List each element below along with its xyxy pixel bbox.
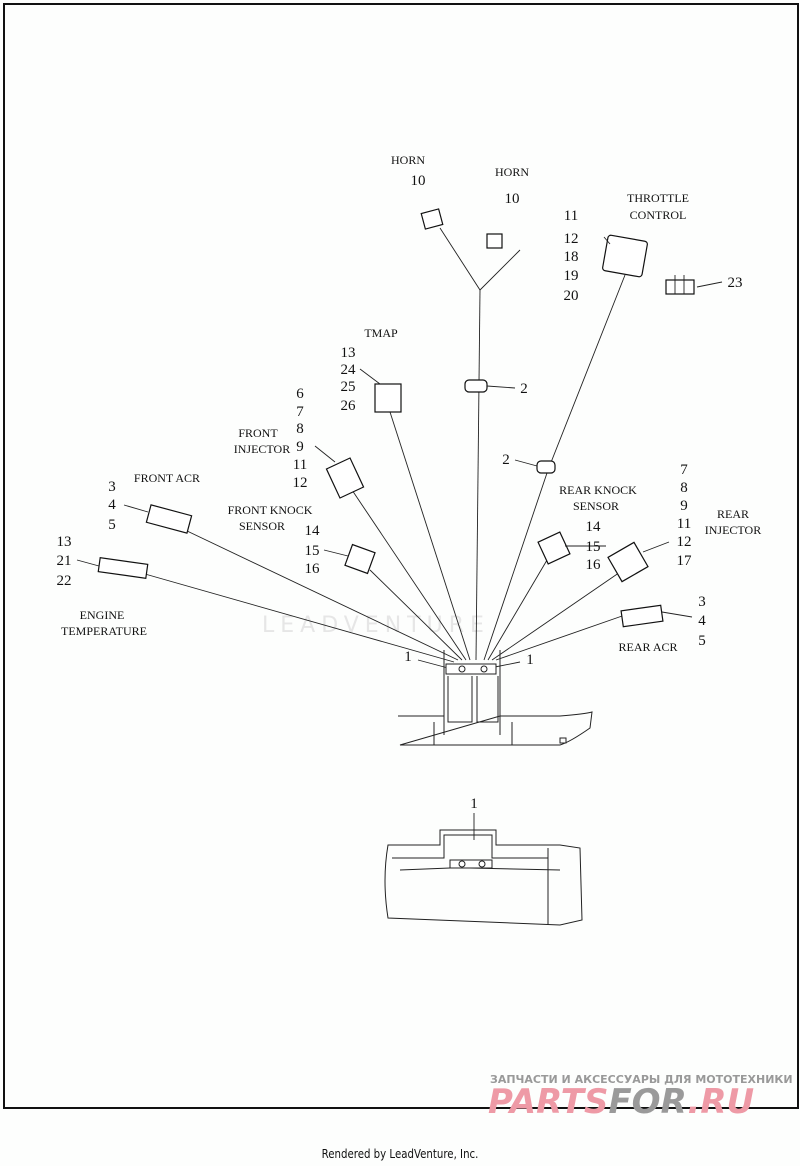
callout-10-left: 10 [411, 173, 426, 189]
label-rear-injector: INJECTOR [705, 523, 761, 537]
callout: 16 [586, 557, 602, 573]
footer-credit: Rendered by LeadVenture, Inc. [321, 1147, 479, 1161]
callout: 24 [341, 362, 357, 378]
callout: 15 [305, 543, 320, 559]
label-front-acr: FRONT ACR [134, 471, 200, 485]
callout: 11 [293, 457, 307, 473]
tmap-callouts: 13 24 25 26 [341, 345, 357, 414]
leader-lines [76, 236, 723, 840]
label-temperature: TEMPERATURE [61, 624, 147, 638]
callout: 12 [564, 231, 579, 247]
callout: 8 [296, 421, 304, 437]
callout: 21 [57, 553, 72, 569]
callout: 3 [698, 594, 706, 610]
front-acr-connector [145, 504, 193, 534]
rear-injector-callouts: 7 8 9 11 12 17 [677, 462, 693, 569]
callout: 7 [296, 404, 304, 420]
watermark-center: LEADVENTURE [262, 613, 490, 638]
front-injector-callouts: 6 7 8 9 11 12 [293, 386, 308, 491]
clip-lower [536, 460, 556, 474]
diagram-frame [3, 3, 799, 1109]
callout-2-lower: 2 [502, 452, 510, 468]
label-front-knock: FRONT KNOCK [228, 503, 313, 517]
throttle-control-connector [602, 234, 648, 278]
label-rear-knock: REAR KNOCK [559, 483, 637, 497]
label-horn-right: HORN [495, 165, 529, 179]
callout: 20 [564, 288, 579, 304]
callout: 3 [108, 479, 116, 495]
watermark-tagline: ЗАПЧАСТИ И АКСЕССУАРЫ ДЛЯ МОТОТЕХНИКИ [490, 1073, 793, 1086]
label-injector: INJECTOR [234, 442, 290, 456]
callout: 11 [564, 208, 578, 224]
callout: 4 [698, 613, 706, 629]
label-throttle: THROTTLE [627, 191, 689, 205]
callout: 19 [564, 268, 579, 284]
callout: 13 [57, 534, 72, 550]
callout: 22 [57, 573, 72, 589]
front-acr-callouts: 3 4 5 [108, 479, 116, 533]
label-front: FRONT [238, 426, 278, 440]
detail-bracket-view [384, 829, 583, 926]
callout: 9 [680, 498, 688, 514]
connectors [97, 208, 695, 628]
clip-upper [464, 379, 488, 393]
throttle-callouts: 11 12 18 19 20 [564, 208, 579, 304]
wires [144, 227, 627, 663]
callout: 6 [296, 386, 304, 402]
label-sensor: SENSOR [239, 519, 285, 533]
engine-temp-callouts: 13 21 22 [57, 534, 72, 589]
callout: 14 [586, 519, 602, 535]
part-23-terminal [665, 275, 695, 295]
label-control: CONTROL [630, 208, 687, 222]
rear-knock-connector [537, 531, 571, 565]
mounting-bracket [398, 650, 593, 746]
rear-acr-connector [620, 604, 664, 628]
callout: 13 [341, 345, 356, 361]
label-engine: ENGINE [80, 608, 125, 622]
callout: 5 [108, 517, 116, 533]
callout: 16 [305, 561, 321, 577]
callout: 12 [677, 534, 692, 550]
callout: 7 [680, 462, 688, 478]
callout: 11 [677, 516, 691, 532]
label-rear-sensor: SENSOR [573, 499, 619, 513]
front-knock-connector [344, 543, 376, 575]
rear-acr-callouts: 3 4 5 [698, 594, 706, 649]
horn-right-connector [486, 233, 503, 249]
horn-left-connector [420, 208, 444, 230]
label-tmap: TMAP [364, 326, 398, 340]
callout: 12 [293, 475, 308, 491]
callout-10-right: 10 [505, 191, 520, 207]
watermark-brand: PARTSFOR.RU [488, 1082, 754, 1122]
callout: 8 [680, 480, 688, 496]
callout: 14 [305, 523, 321, 539]
callout: 5 [698, 633, 706, 649]
tmap-connector [374, 383, 402, 413]
rear-knock-callouts: 14 15 16 [586, 519, 602, 573]
callout: 4 [108, 497, 116, 513]
callout: 17 [677, 553, 693, 569]
callout: 15 [586, 539, 601, 555]
rear-injector-connector [607, 541, 649, 583]
callout: 9 [296, 439, 304, 455]
front-injector-connector [325, 457, 365, 499]
callout: 25 [341, 379, 356, 395]
callout: 18 [564, 249, 579, 265]
callout-1-detail: 1 [470, 796, 478, 812]
callout-2-upper: 2 [520, 381, 528, 397]
callout: 26 [341, 398, 357, 414]
callout-1-right: 1 [526, 652, 534, 668]
label-rear: REAR [717, 507, 749, 521]
label-rear-acr: REAR ACR [618, 640, 677, 654]
label-horn-left: HORN [391, 153, 425, 167]
front-knock-callouts: 14 15 16 [305, 523, 321, 577]
engine-temp-connector [97, 557, 149, 579]
callout-23: 23 [728, 275, 743, 291]
callout-1-left: 1 [404, 649, 412, 665]
